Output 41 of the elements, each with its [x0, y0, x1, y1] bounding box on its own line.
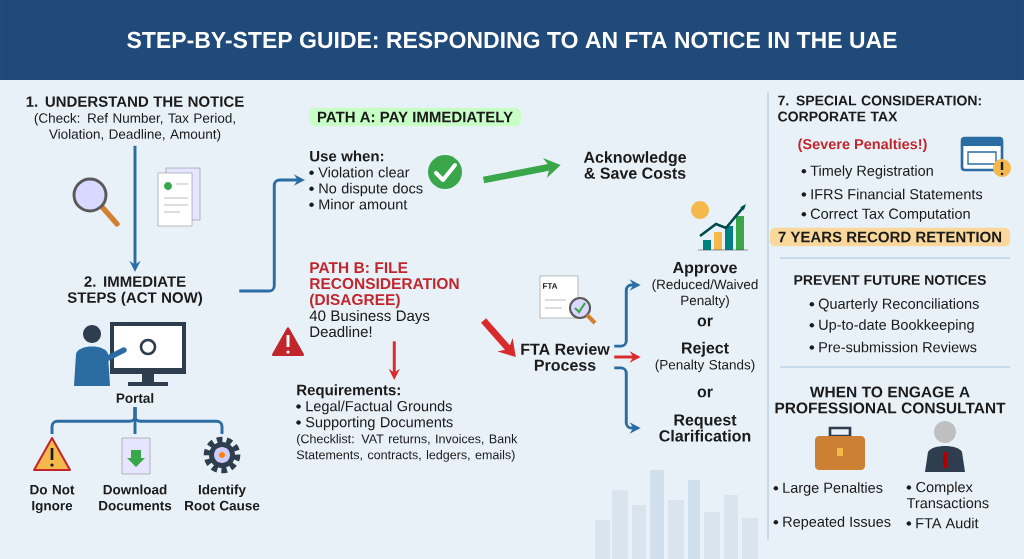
section-heading: 7. SPECIAL CONSIDERATION: CORPORATE TAX — [778, 95, 981, 122]
path-text: PATH B: FILE RECONSIDERATION (DISAGREE) 40 Business Days Deadline! — [309, 262, 459, 338]
node-label: Use when: — [310, 150, 384, 162]
bullet-item: Large Penalties — [773, 482, 883, 496]
bullet-item: Timely Registration — [801, 165, 933, 179]
bullet-item: Quarterly Reconciliations — [809, 298, 979, 312]
outcome-text: Request Clarification — [659, 414, 751, 442]
connector-word: or — [697, 317, 713, 327]
warning-note: (Severe Penalties!) — [798, 138, 927, 153]
section-heading: PREVENT FUTURE NOTICES — [794, 275, 986, 285]
icon-label: FTA — [543, 283, 558, 289]
bullet-item: Correct Tax Computation — [801, 208, 970, 222]
node-label: Legal/Factual Grounds — [306, 400, 452, 415]
outcome-text: Acknowledge & Save Costs — [583, 151, 686, 179]
action-item: Identify Root Cause — [185, 484, 260, 511]
bullet-item: Complex Transactions — [906, 481, 989, 509]
section-heading: WHEN TO ENGAGE A PROFESSIONAL CONSULTANT — [775, 386, 1006, 414]
node-label: Minor amount — [319, 198, 408, 210]
requirements-list: Requirements: Legal/Factual Grounds Supporting Documents (Checklist: VAT returns, Invoices, Bank Statements, contracts, ledgers, emails) — [296, 384, 518, 462]
criteria-list: Use when: Violation clear No dispute docs Minor amount — [309, 150, 423, 210]
portal-label: Portal — [116, 393, 154, 403]
node-label: (Checklist: VAT returns, Invoices, Bank Statements, contracts, ledgers, emails) — [296, 434, 518, 462]
node-label: Violation clear — [318, 166, 410, 178]
bullet-item: IFRS Financial Statements — [801, 188, 983, 200]
node-label: Requirements: — [297, 384, 400, 399]
action-item: Do Not Ignore — [30, 484, 75, 514]
outcome-text: Approve (Reduced/Waived Penalty) — [652, 262, 758, 308]
connector-word: or — [697, 388, 713, 398]
node-label: No dispute docs — [319, 182, 423, 197]
title-banner: STEP-BY-STEP GUIDE: RESPONDING TO AN FTA NOTICE IN THE UAE — [0, 0, 1024, 80]
outcome-text: Reject (Penalty Stands) — [655, 341, 755, 373]
step-heading: 2. IMMEDIATE STEPS (ACT NOW) — [67, 276, 202, 306]
step-heading: 1. UNDERSTAND THE NOTICE (Check: Ref Number, Tax Period, Violation, Deadline, Amount) — [26, 96, 244, 142]
bullet-item: FTA Audit — [906, 517, 979, 529]
bullet-item: Repeated Issues — [773, 516, 891, 530]
bullet-item: Pre-submission Reviews — [809, 341, 977, 353]
process-text: FTA Review Process — [521, 343, 610, 371]
node-label: Supporting Documents — [305, 416, 453, 431]
arrow — [481, 318, 516, 357]
bullet-item: Up-to-date Bookkeeping — [809, 319, 974, 333]
action-item: Download Documents — [99, 484, 172, 511]
